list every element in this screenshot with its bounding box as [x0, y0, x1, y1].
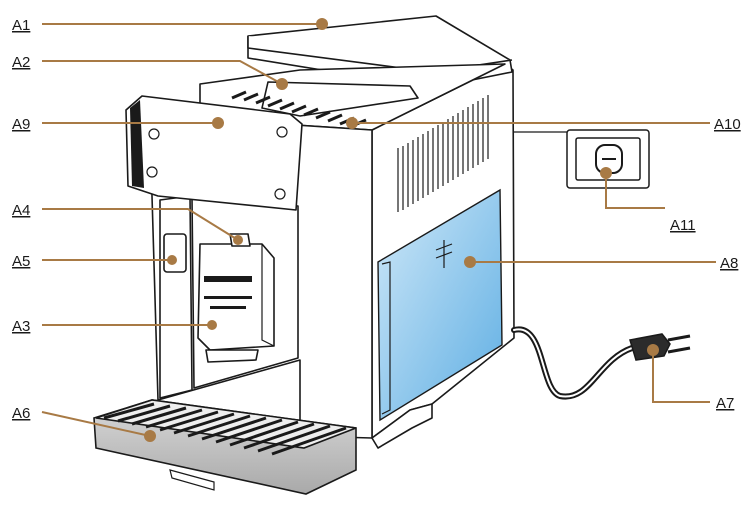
power-cord [511, 326, 691, 400]
control-panel [125, 95, 303, 211]
label-a10: A10 [714, 116, 741, 133]
label-a8: A8 [720, 255, 738, 272]
water-level-icon [435, 240, 453, 268]
water-tank [377, 188, 503, 422]
drip-tray-grill [103, 402, 347, 456]
machine-side-panel [371, 63, 515, 449]
label-a7: A7 [716, 395, 734, 412]
label-a5: A5 [12, 253, 30, 270]
coffee-grounds-door [163, 233, 187, 273]
label-a4: A4 [12, 202, 30, 219]
drip-tray [93, 399, 357, 495]
label-a6: A6 [12, 405, 30, 422]
power-switch-panel [514, 129, 650, 189]
label-a3: A3 [12, 318, 30, 335]
coffee-spout [197, 233, 275, 363]
side-vents [397, 95, 489, 212]
label-a1: A1 [12, 17, 30, 34]
leader-lines [41, 18, 716, 442]
label-a9: A9 [12, 116, 30, 133]
label-a2: A2 [12, 54, 30, 71]
label-a11: A11 [670, 217, 696, 234]
